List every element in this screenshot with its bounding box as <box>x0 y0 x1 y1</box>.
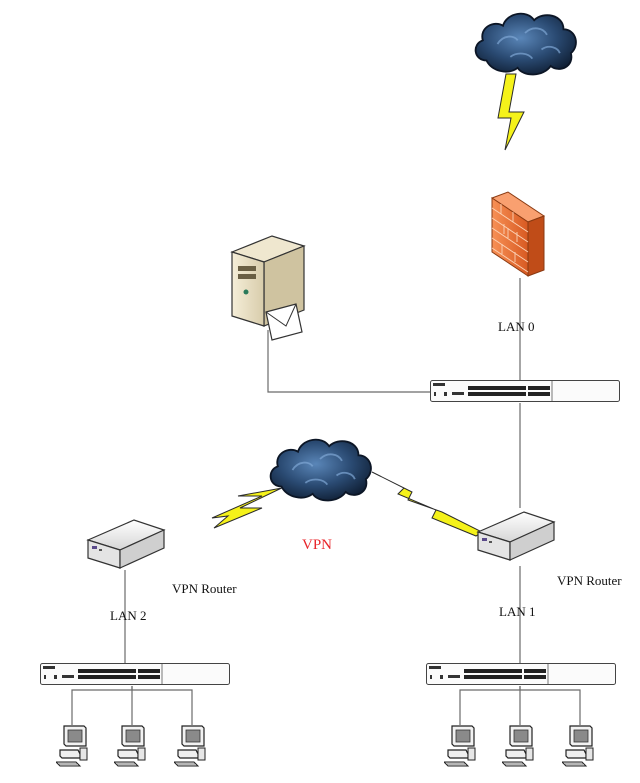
lan1-label: LAN 1 <box>499 604 535 619</box>
lightning-bolt-icon <box>371 471 483 537</box>
lightning-bolt-icon <box>497 73 525 151</box>
workstation-icon <box>444 725 476 767</box>
drop-line-right-3 <box>520 689 581 725</box>
mail-server-icon <box>230 235 306 341</box>
workstation-icon <box>114 725 146 767</box>
lightning-bolt-icon <box>211 483 291 529</box>
workstation-icon <box>562 725 594 767</box>
vpn-router-icon <box>477 511 555 561</box>
vpn-label: VPN <box>302 537 332 553</box>
drop-line-left-1 <box>71 686 133 725</box>
vpn-cloud-icon <box>269 438 372 502</box>
vpn-router-icon <box>87 519 165 569</box>
lan2-label: LAN 2 <box>110 608 146 623</box>
switch-icon <box>426 663 616 685</box>
core-switch-icon <box>430 380 620 402</box>
vpn-router-right-label: VPN Router <box>557 573 622 588</box>
vpn-router-left-label: VPN Router <box>172 581 237 596</box>
connection-lines <box>71 278 581 725</box>
firewall-icon <box>490 191 546 277</box>
internet-cloud-icon <box>474 12 577 76</box>
server-to-core-switch-line <box>267 330 432 393</box>
lan0-label: LAN 0 <box>498 319 534 334</box>
drop-line-right-1 <box>459 686 521 725</box>
workstation-icon <box>502 725 534 767</box>
switch-icon <box>40 663 230 685</box>
workstation-icon <box>56 725 88 767</box>
drop-line-left-3 <box>132 689 193 725</box>
workstation-icon <box>174 725 206 767</box>
